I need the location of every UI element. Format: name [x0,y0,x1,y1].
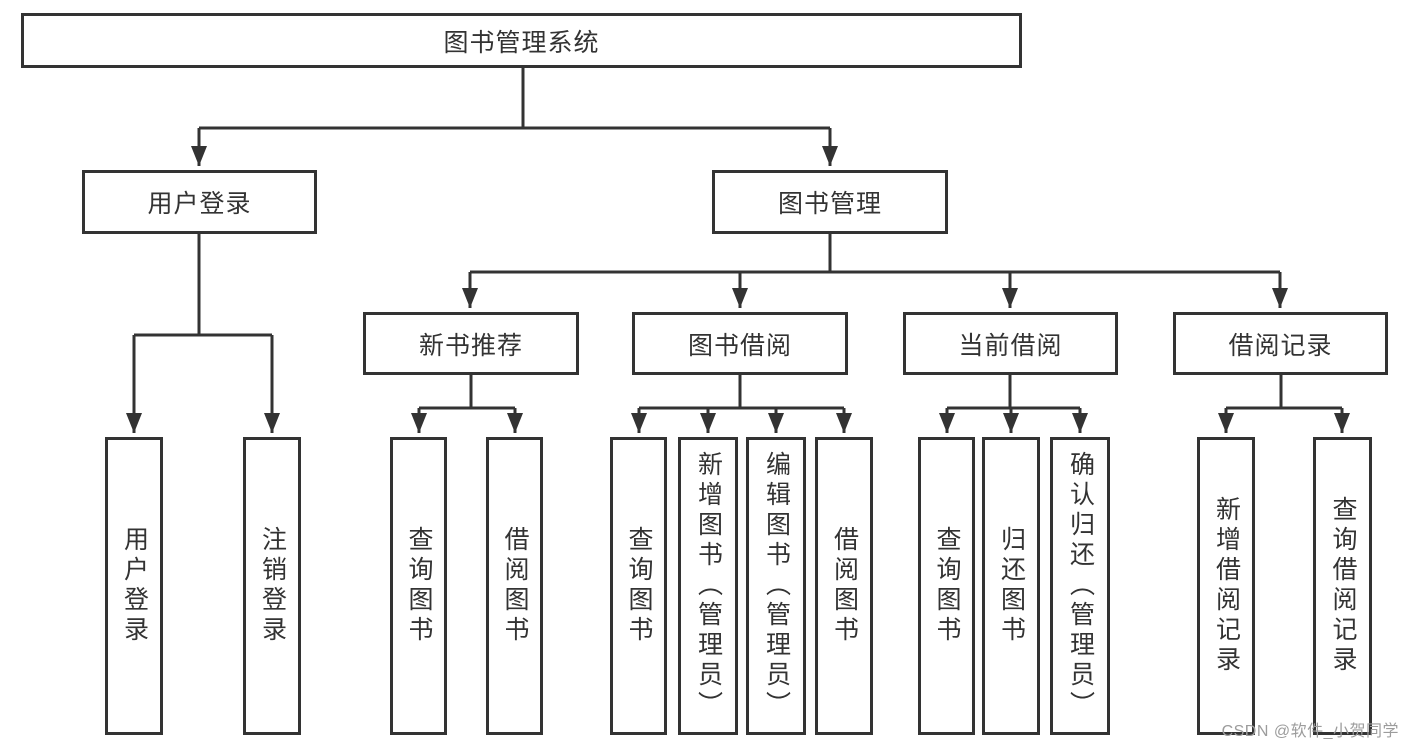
node-confirm-return-admin: 确认归还（管理员） [1050,437,1110,735]
connector-book-borrow-to-children [631,375,852,433]
node-borrow-records-label: 借阅记录 [1228,331,1333,360]
node-query-books-newbooks-label: 查询图书 [405,526,433,646]
node-user-login-branch: 用户登录 [82,170,317,234]
node-user-login-branch-label: 用户登录 [147,190,252,218]
node-add-book-admin-label: 新增图书（管理员） [694,451,723,721]
node-borrow-books-borrow: 借阅图书 [815,437,873,735]
node-add-book-admin: 新增图书（管理员） [678,437,738,735]
node-book-management-branch-label: 图书管理 [777,190,882,218]
node-query-books-current: 查询图书 [918,437,975,735]
node-logout-leaf: 注销登录 [243,437,301,735]
node-logout-leaf-label: 注销登录 [258,526,287,646]
connector-new-books-to-children [411,375,523,433]
node-add-borrow-record: 新增借阅记录 [1197,437,1255,735]
node-current-borrow-label: 当前借阅 [958,331,1063,360]
node-return-book-label: 归还图书 [997,526,1026,646]
node-user-login-leaf: 用户登录 [105,437,163,735]
node-borrow-books-borrow-label: 借阅图书 [830,526,859,646]
node-return-book: 归还图书 [982,437,1040,735]
node-book-borrow-label: 图书借阅 [687,331,792,360]
node-borrow-books-newbooks: 借阅图书 [486,437,543,735]
node-book-management-branch: 图书管理 [712,170,948,234]
node-book-borrow-group: 图书借阅 [632,312,848,375]
connector-borrow-records-to-children [1218,375,1350,433]
node-borrow-records-group: 借阅记录 [1173,312,1388,375]
node-borrow-books-newbooks-label: 借阅图书 [501,526,529,646]
node-edit-book-admin: 编辑图书（管理员） [746,437,806,735]
node-root-system: 图书管理系统 [21,13,1022,68]
connector-current-borrow-to-children [939,375,1088,433]
connector-root-to-level1 [191,68,838,166]
node-new-book-recommend-label: 新书推荐 [418,331,523,360]
node-confirm-return-admin-label: 确认归还（管理员） [1066,451,1095,721]
node-query-books-newbooks: 查询图书 [390,437,447,735]
csdn-watermark: CSDN @软件_小贺同学 [1221,723,1399,740]
node-current-borrow-group: 当前借阅 [903,312,1118,375]
connector-book-mgmt-to-groups [462,234,1288,308]
node-root-label: 图书管理系统 [443,28,600,57]
connector-user-login-to-children [126,234,280,433]
node-query-books-current-label: 查询图书 [933,526,961,646]
node-new-book-recommend-group: 新书推荐 [363,312,579,375]
node-user-login-leaf-label: 用户登录 [120,526,149,646]
node-query-borrow-record: 查询借阅记录 [1313,437,1372,735]
node-edit-book-admin-label: 编辑图书（管理员） [762,451,791,721]
node-query-books-borrow-label: 查询图书 [625,526,653,646]
node-query-books-borrow: 查询图书 [610,437,667,735]
node-query-borrow-record-label: 查询借阅记录 [1329,496,1357,676]
node-add-borrow-record-label: 新增借阅记录 [1212,496,1241,676]
